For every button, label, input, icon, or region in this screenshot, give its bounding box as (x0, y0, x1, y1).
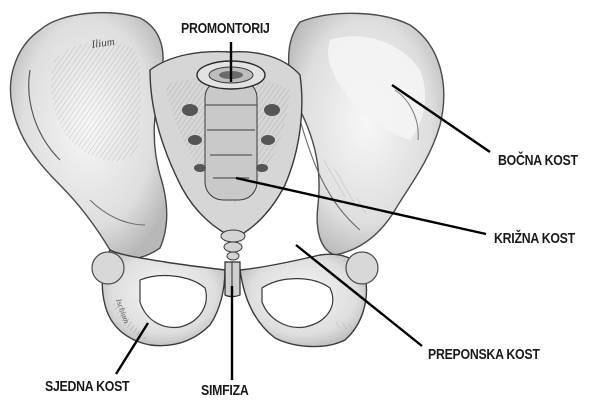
label-promontorij: PROMONTORIJ (181, 20, 270, 37)
coccyx (221, 230, 245, 260)
label-sjedna-kost: SJEDNA KOST (45, 378, 129, 395)
left-acetabulum (92, 252, 124, 284)
left-ilium (10, 13, 166, 259)
label-simfiza: SIMFIZA (201, 382, 248, 399)
label-krizna-kost: KRIŽNA KOST (494, 230, 575, 247)
right-acetabulum (346, 252, 378, 284)
label-bocna-kost: BOČNA KOST (498, 152, 578, 169)
label-preponska-kost: PREPONSKA KOST (428, 346, 540, 363)
